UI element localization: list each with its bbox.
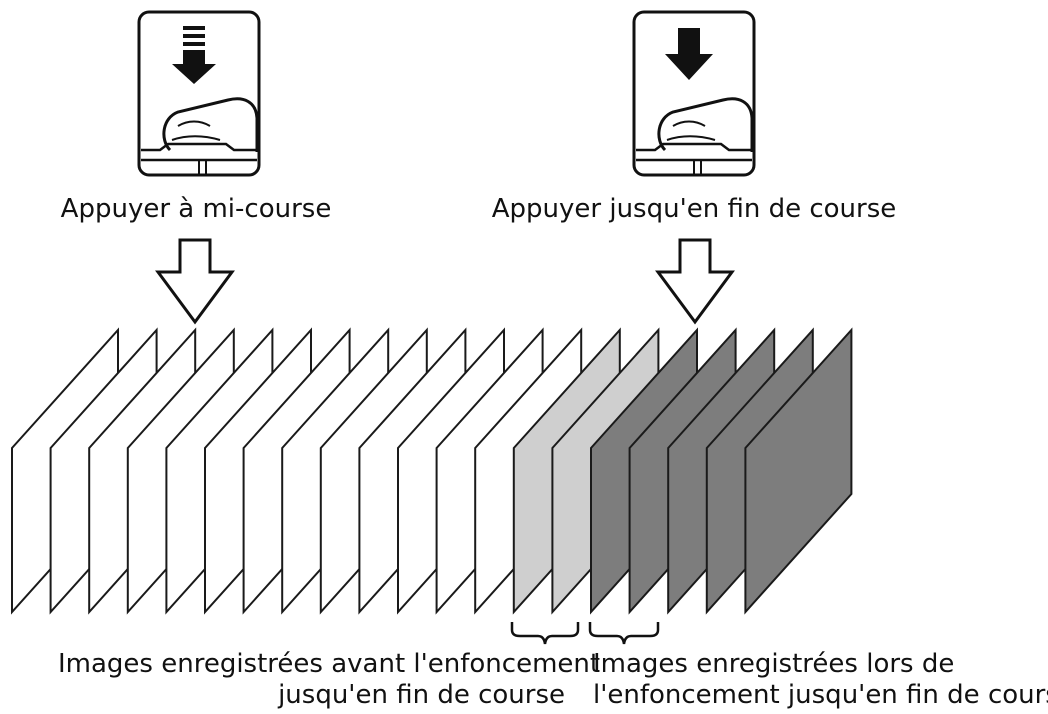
half-press-label: Appuyer à mi-course bbox=[61, 194, 332, 224]
before-label-line1: Images enregistrées avant l'enfoncement bbox=[58, 649, 600, 679]
during-label-line1: Images enregistrées lors de bbox=[593, 649, 954, 679]
half-press-shutter-icon bbox=[137, 10, 261, 177]
half-press-down-arrow-icon bbox=[155, 238, 235, 325]
full-press-down-arrow-icon bbox=[655, 238, 735, 325]
image-frames bbox=[11, 327, 853, 615]
full-press-shutter-icon bbox=[632, 10, 756, 177]
frame-dark-gray bbox=[744, 327, 853, 615]
before-label-line2: jusqu'en fin de course bbox=[277, 680, 565, 709]
during-brace bbox=[588, 622, 660, 645]
before-brace bbox=[510, 622, 580, 645]
during-label-line2: l'enfoncement jusqu'en fin de course bbox=[593, 680, 1048, 709]
full-press-label: Appuyer jusqu'en fin de course bbox=[492, 194, 897, 224]
